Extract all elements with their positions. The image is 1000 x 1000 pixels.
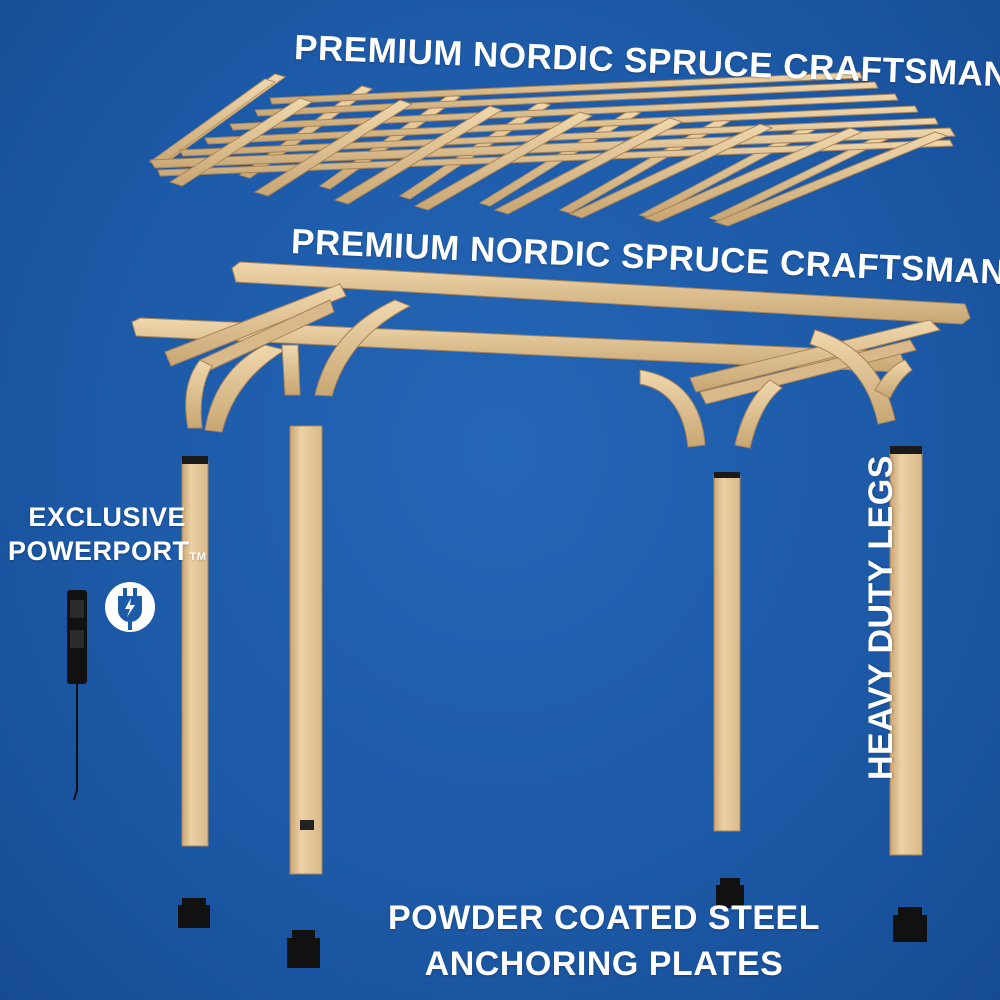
corner-braces bbox=[185, 299, 913, 449]
powerport-line1: EXCLUSIVE bbox=[28, 502, 186, 532]
right-side-beam bbox=[689, 319, 941, 393]
leg-center-left bbox=[289, 425, 323, 875]
leg-front-left bbox=[181, 456, 209, 847]
roof-lattice bbox=[148, 71, 956, 227]
roof-crossbars bbox=[149, 71, 956, 227]
powerport-device bbox=[67, 590, 87, 801]
power-plug-lightning-icon bbox=[105, 582, 155, 632]
anchor-plates bbox=[178, 878, 927, 968]
plates-line1: POWDER COATED STEEL bbox=[388, 899, 820, 937]
trademark-mark: TM bbox=[189, 551, 207, 563]
anchoring-plates-label: POWDER COATED STEEL ANCHORING PLATES bbox=[388, 895, 820, 987]
legs bbox=[181, 425, 923, 875]
rear-beam bbox=[231, 261, 971, 325]
left-side-beam bbox=[164, 283, 347, 367]
legs-label: HEAVY DUTY LEGS bbox=[862, 455, 900, 780]
frame-beams bbox=[131, 261, 971, 405]
leg-center-right bbox=[713, 472, 741, 832]
leg-right bbox=[889, 446, 923, 856]
powerport-label: EXCLUSIVE POWERPORTTM bbox=[8, 500, 206, 574]
powerport-line2: POWERPORTTM bbox=[8, 536, 207, 566]
plates-line2: ANCHORING PLATES bbox=[424, 945, 784, 983]
